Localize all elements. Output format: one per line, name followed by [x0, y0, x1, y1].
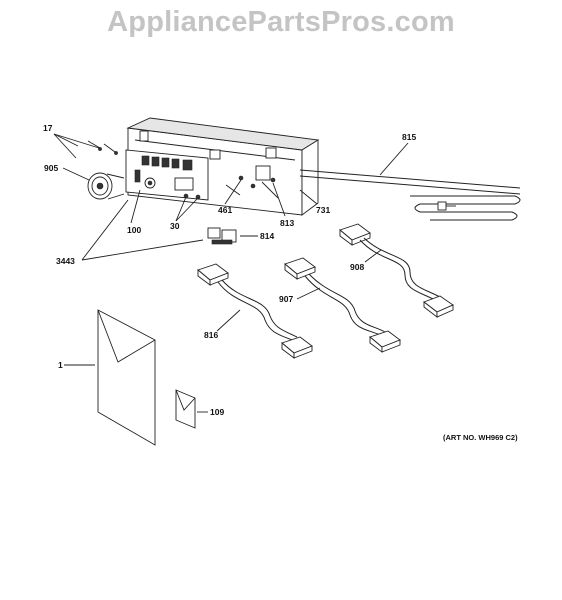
callout-1: 1	[58, 360, 63, 370]
harness-908	[339, 223, 454, 318]
callout-100: 100	[127, 225, 141, 235]
callout-815: 815	[402, 132, 416, 142]
heater-wire-assembly	[299, 169, 521, 221]
art-number: (ART NO. WH969 C2)	[443, 433, 518, 442]
console-bracket	[209, 147, 279, 199]
callout-814: 814	[260, 231, 274, 241]
harness-816	[197, 263, 313, 359]
screws-17	[87, 140, 118, 155]
callout-905: 905	[44, 163, 58, 173]
callout-17: 17	[43, 123, 53, 133]
callout-908: 908	[350, 262, 364, 272]
control-board	[125, 149, 209, 201]
timer-knob	[87, 172, 125, 200]
connector-814	[207, 227, 237, 245]
callout-816: 816	[204, 330, 218, 340]
harness-907	[284, 257, 401, 353]
leader-lines	[53, 133, 409, 413]
owners-manual	[97, 309, 156, 446]
callout-109: 109	[210, 407, 224, 417]
callout-3443: 3443	[56, 256, 75, 266]
callout-461: 461	[218, 205, 232, 215]
callout-731: 731	[316, 205, 330, 215]
site-watermark: AppliancePartsPros.com	[107, 6, 455, 38]
callout-30: 30	[170, 221, 180, 231]
literature-envelope	[175, 389, 196, 429]
callout-813: 813	[280, 218, 294, 228]
callout-907: 907	[279, 294, 293, 304]
